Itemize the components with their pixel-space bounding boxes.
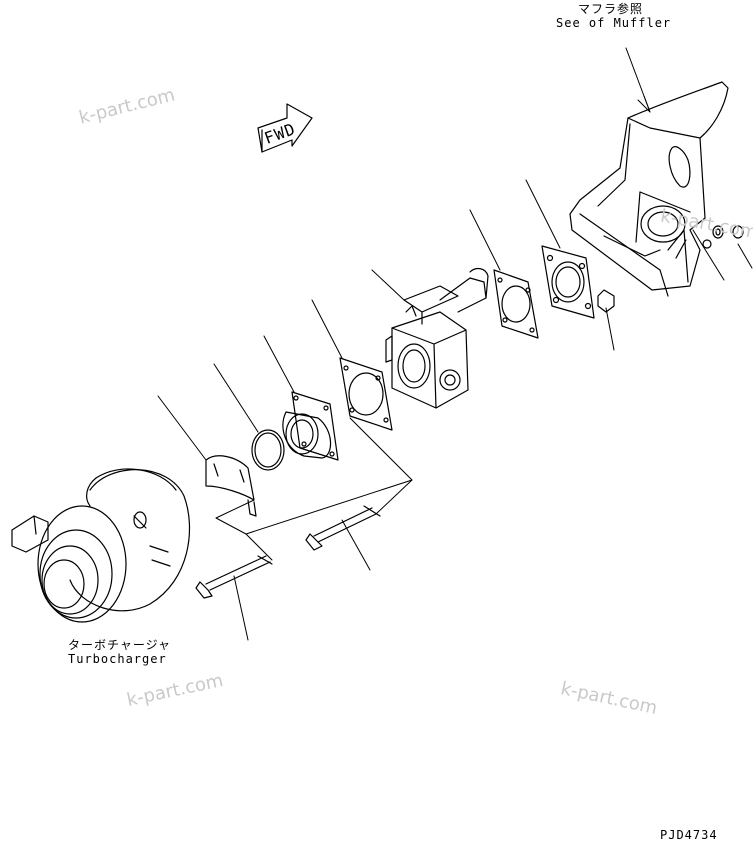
- v-clamp: [205, 455, 257, 517]
- gasket-left: [339, 357, 393, 431]
- gasket-right: [493, 269, 539, 339]
- muffler-label-jp: マフラ参照: [578, 2, 644, 16]
- turbocharger-label-en: Turbocharger: [68, 652, 167, 666]
- turbocharger-label-jp: ターボチャージャ: [68, 638, 172, 652]
- exhaust-brake-valve: [385, 267, 489, 409]
- seal-ring: [251, 429, 285, 471]
- forward-arrow: [257, 103, 313, 153]
- bolt-upper: [305, 505, 381, 551]
- drawing-code: PJD4734: [660, 828, 718, 842]
- outlet-flange: [541, 245, 595, 319]
- bolt-lower: [195, 555, 273, 599]
- turbocharger: [11, 468, 191, 623]
- leader-lines: [157, 47, 753, 641]
- adapter-flange: [282, 391, 339, 461]
- muffler-label-en: See of Muffler: [556, 16, 672, 30]
- washer-nut-parts: [597, 225, 744, 313]
- muffler-bracket: [569, 81, 729, 297]
